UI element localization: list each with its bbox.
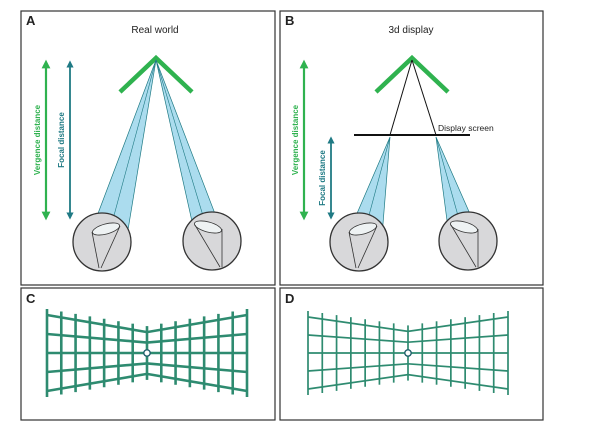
- panel-c: C: [20, 287, 276, 421]
- eye-icon: [72, 212, 132, 272]
- target-chevron-icon: [374, 54, 450, 94]
- panel-b-letter: B: [285, 13, 294, 28]
- eye-icon: [182, 211, 242, 271]
- panel-a-letter: A: [26, 13, 36, 28]
- target-chevron-icon: [118, 54, 194, 94]
- vergence-distance-label: Vergence distance: [291, 104, 300, 175]
- panel-d: D: [279, 287, 544, 421]
- focal-distance-label: Focal distance: [57, 112, 66, 168]
- panel-b-frame: [279, 10, 544, 286]
- eye-icon: [438, 211, 498, 271]
- fixation-circle-icon: [404, 349, 412, 357]
- panel-d-letter: D: [285, 291, 294, 306]
- panel-c-letter: C: [26, 291, 36, 306]
- panel-b: B 3d display Vergence distance Focal dis…: [279, 10, 544, 286]
- display-screen-label: Display screen: [438, 123, 494, 133]
- vergence-distance-label: Vergence distance: [33, 104, 42, 175]
- eye-icon: [329, 212, 389, 272]
- fixation-circle-icon: [143, 349, 151, 357]
- panel-a: A Real world Vergence distance Focal dis…: [20, 10, 276, 286]
- panel-b-title: 3d display: [388, 25, 433, 36]
- panel-a-title: Real world: [131, 25, 178, 36]
- focal-distance-label: Focal distance: [318, 150, 327, 206]
